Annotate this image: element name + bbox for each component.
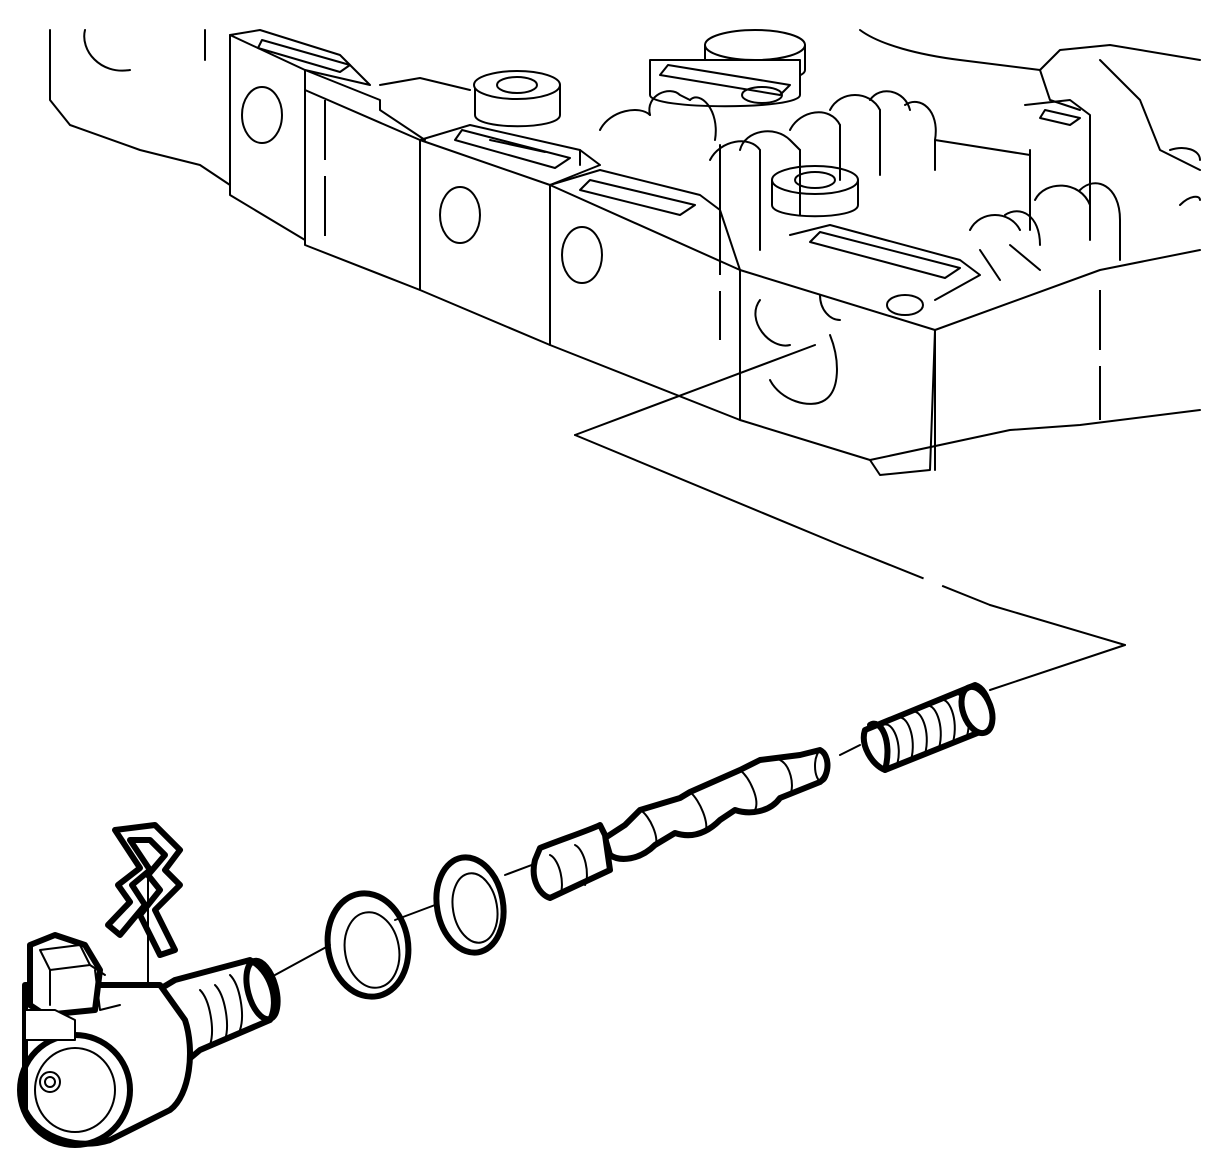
valve-spool bbox=[602, 747, 831, 862]
valve-body bbox=[49, 29, 1201, 476]
retaining-clip bbox=[105, 822, 183, 986]
assembly-centerline bbox=[274, 344, 1126, 976]
spring bbox=[860, 682, 996, 773]
sleeve bbox=[530, 822, 613, 901]
seal-ring-inner bbox=[433, 854, 507, 956]
solenoid bbox=[17, 932, 281, 1148]
seal-ring-outer bbox=[324, 890, 412, 1000]
